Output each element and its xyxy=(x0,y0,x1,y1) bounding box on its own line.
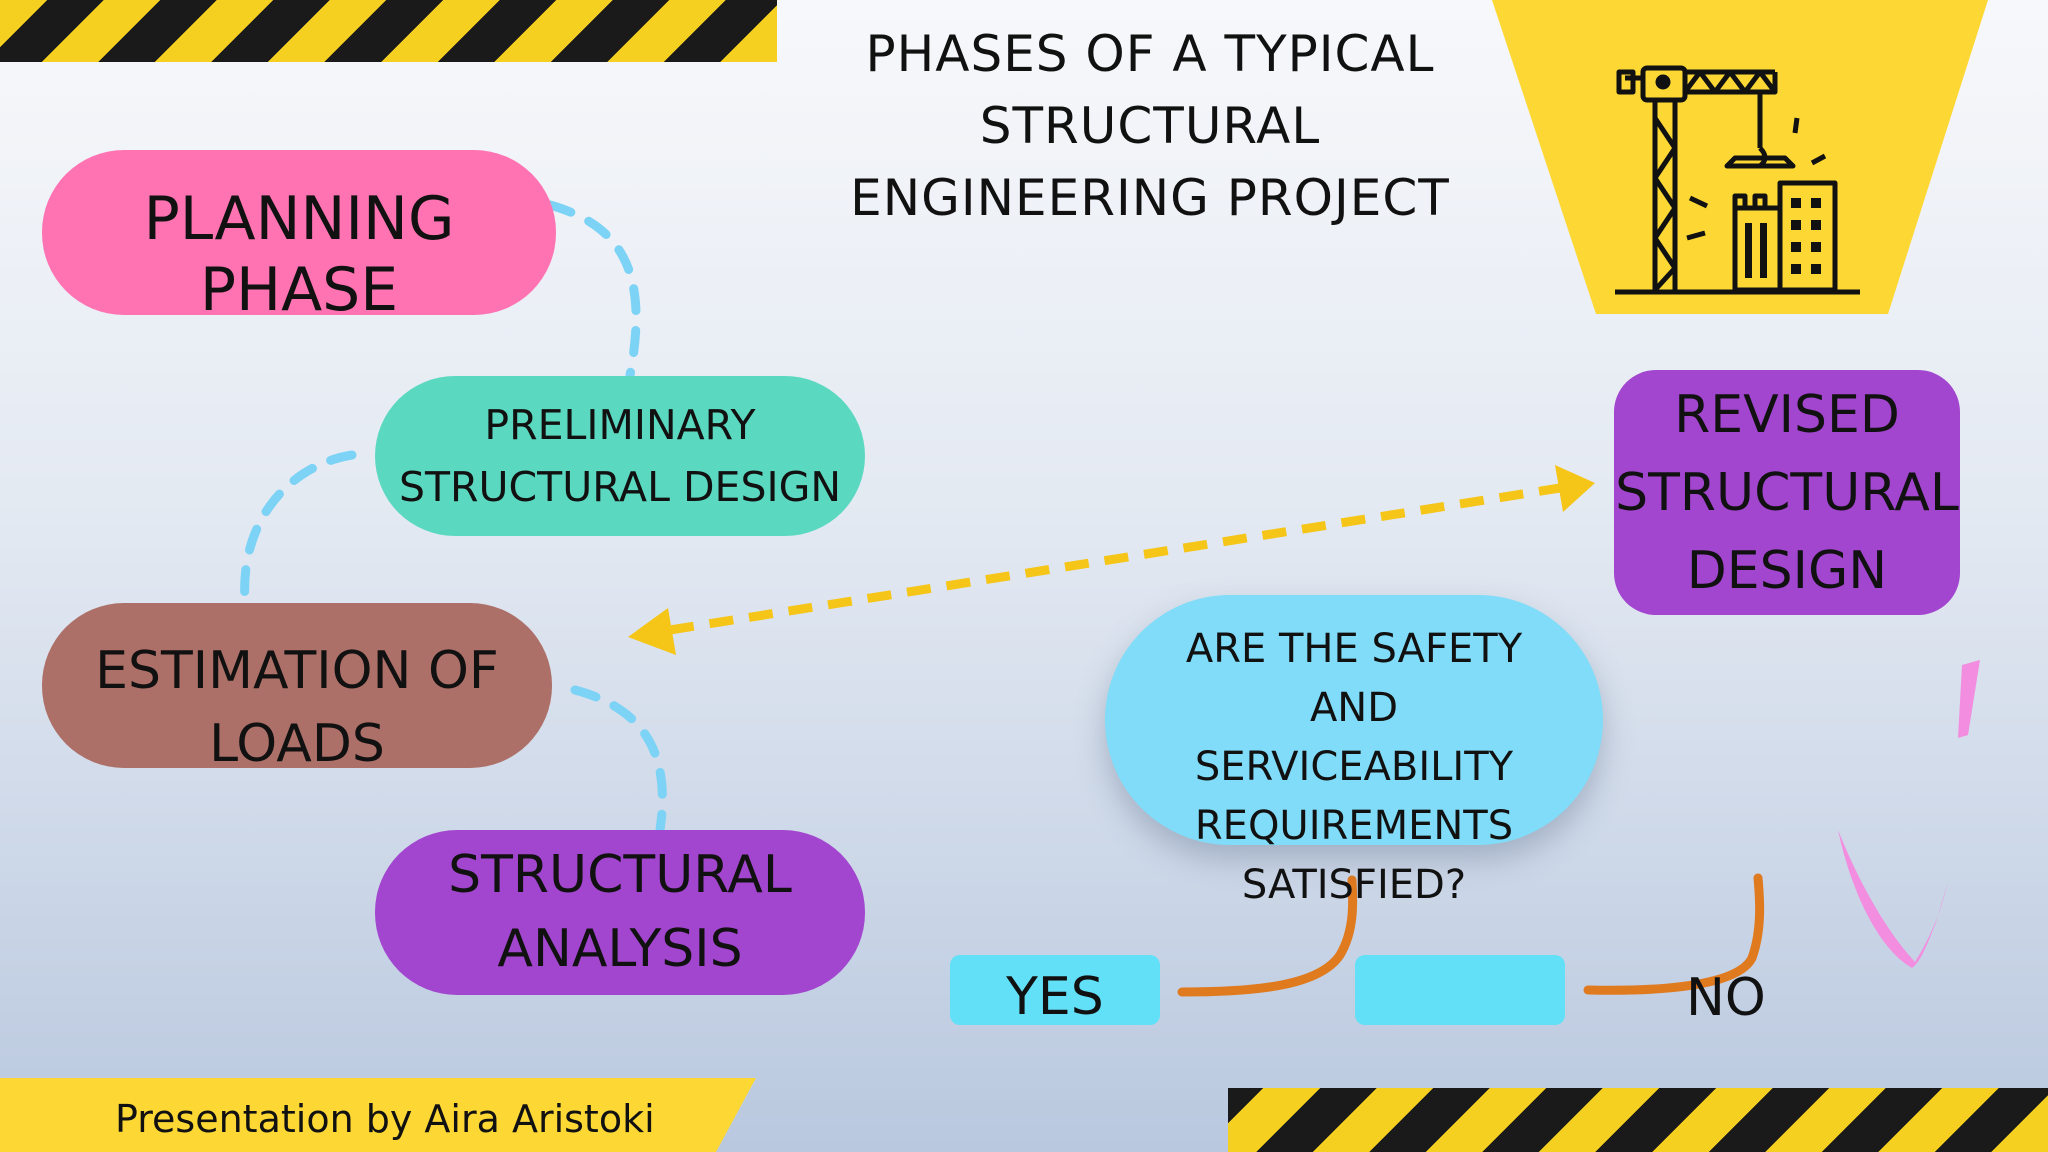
node-planning-line-2: PHASE xyxy=(199,255,399,325)
construction-crane-icon xyxy=(1615,65,1860,295)
node-question-line-5: SATISFIED? xyxy=(1241,862,1467,908)
node-planning-phase: PLANNING PHASE xyxy=(42,150,556,325)
hazard-stripe-top-left xyxy=(0,0,777,62)
node-revised-line-3: DESIGN xyxy=(1686,540,1888,601)
node-question-requirements: ARE THE SAFETY AND SERVICEABILITY REQUIR… xyxy=(1105,595,1603,908)
node-question-line-2: AND xyxy=(1309,685,1399,731)
connector-preliminary-to-loads xyxy=(240,450,357,605)
footer-credit: Presentation by Aira Aristoki xyxy=(115,1097,655,1141)
flow-line-yes xyxy=(1177,875,1358,997)
flow-line-no xyxy=(1583,873,1765,995)
connector-planning-to-preliminary xyxy=(545,200,641,380)
node-question-line-1: ARE THE SAFETY xyxy=(1185,626,1523,672)
node-revised-line-1: REVISED xyxy=(1674,384,1900,445)
title-line-3: ENGINEERING PROJECT xyxy=(850,169,1450,227)
node-revised-structural-design: REVISED STRUCTURAL DESIGN xyxy=(1614,370,1960,615)
node-structural-analysis: STRUCTURAL ANALYSIS xyxy=(375,830,865,995)
no-label: NO xyxy=(1686,968,1766,1028)
node-analysis-line-2: ANALYSIS xyxy=(497,918,743,979)
title-line-2: STRUCTURAL xyxy=(979,97,1321,155)
footer-band xyxy=(0,1078,756,1152)
node-revised-line-2: STRUCTURAL xyxy=(1615,462,1959,523)
title-line-1: PHASES OF A TYPICAL xyxy=(865,25,1435,83)
node-question-line-4: REQUIREMENTS xyxy=(1194,803,1514,849)
node-preliminary-line-2: STRUCTURAL DESIGN xyxy=(398,463,842,511)
connector-loads-to-analysis xyxy=(570,685,667,835)
node-analysis-line-1: STRUCTURAL xyxy=(448,845,792,906)
no-button[interactable] xyxy=(1355,955,1565,1025)
page-title: PHASES OF A TYPICAL STRUCTURAL ENGINEERI… xyxy=(820,18,1480,234)
yes-button[interactable]: YES xyxy=(950,955,1160,1027)
yes-label: YES xyxy=(1006,967,1104,1027)
node-preliminary-structural-design: PRELIMINARY STRUCTURAL DESIGN xyxy=(375,376,865,536)
node-estimation-of-loads: ESTIMATION OF LOADS xyxy=(42,603,552,774)
node-loads-line-2: LOADS xyxy=(209,714,385,774)
double-arrow-revised-to-loads xyxy=(628,465,1595,655)
node-planning-line-1: PLANNING xyxy=(143,184,455,255)
checkmark-icon xyxy=(1838,660,1980,968)
hazard-stripe-bottom-right xyxy=(1228,1088,2048,1152)
node-question-line-3: SERVICEABILITY xyxy=(1194,744,1514,790)
node-loads-line-1: ESTIMATION OF xyxy=(95,640,499,701)
node-preliminary-line-1: PRELIMINARY xyxy=(484,400,756,449)
